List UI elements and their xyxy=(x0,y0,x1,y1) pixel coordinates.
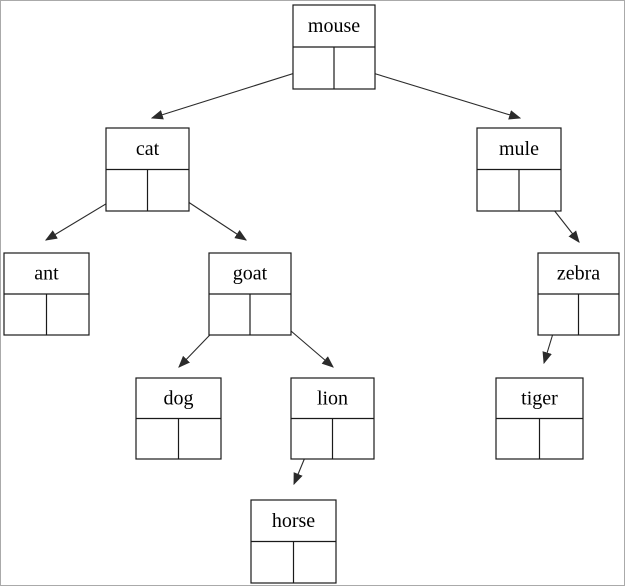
tree-node-ant: ant xyxy=(3,252,90,336)
tree-node-mouse: mouse xyxy=(292,4,376,90)
edge-mouse-left-to-cat xyxy=(150,66,315,120)
node-label-mouse: mouse xyxy=(308,15,360,37)
tree-node-tiger: tiger xyxy=(495,377,584,460)
node-label-dog: dog xyxy=(164,387,194,409)
node-label-goat: goat xyxy=(233,263,268,285)
tree-node-dog: dog xyxy=(135,377,222,460)
edge-mouse-right-to-mule xyxy=(352,66,522,120)
tree-node-goat: goat xyxy=(208,252,292,336)
node-label-cat: cat xyxy=(136,138,160,160)
tree-node-lion: lion xyxy=(290,377,375,460)
tree-node-zebra: zebra xyxy=(537,252,620,336)
node-label-mule: mule xyxy=(499,138,539,160)
node-label-horse: horse xyxy=(272,510,315,532)
node-label-lion: lion xyxy=(317,387,348,409)
nodes-layer: mouse cat mule ant goat zebra dog lion tiger hors… xyxy=(3,4,620,584)
node-label-tiger: tiger xyxy=(521,387,558,409)
tree-node-cat: cat xyxy=(105,127,190,212)
node-label-zebra: zebra xyxy=(557,263,600,285)
tree-node-horse: horse xyxy=(250,499,337,584)
node-label-ant: ant xyxy=(34,263,59,285)
tree-node-mule: mule xyxy=(476,127,562,212)
